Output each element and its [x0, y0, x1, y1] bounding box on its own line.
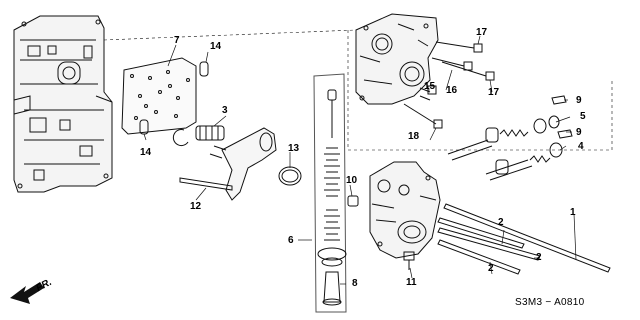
callout-1: 1 — [570, 207, 576, 218]
callout-9-lower: 9 — [576, 127, 582, 138]
callout-4: 4 — [578, 141, 584, 152]
regulator-valve-body — [369, 161, 441, 259]
separator-plate — [121, 57, 197, 135]
callout-5: 5 — [580, 111, 586, 122]
diagram-code: S3M3 − A0810 — [515, 297, 585, 308]
shafts — [437, 203, 611, 275]
callout-18: 18 — [408, 131, 420, 142]
mounting-bolts — [403, 41, 495, 129]
front-arrow-icon — [10, 282, 44, 304]
clips — [551, 95, 573, 139]
callout-14-upper: 14 — [210, 41, 222, 52]
bearing-and-shift-fork — [172, 125, 277, 201]
leader-lines — [143, 35, 577, 285]
callout-2-upper: 2 — [498, 217, 504, 228]
guide-lines — [103, 29, 613, 151]
spring-valve-stack — [313, 73, 359, 313]
spool-valves-and-springs — [447, 115, 563, 181]
callout-14-lower: 14 — [140, 147, 152, 158]
callout-8: 8 — [352, 278, 358, 289]
main-valve-body — [13, 15, 113, 193]
callout-12: 12 — [190, 201, 202, 212]
callout-17-upper: 17 — [476, 27, 488, 38]
bolt-11 — [403, 251, 415, 270]
callout-7: 7 — [174, 35, 180, 46]
callout-3: 3 — [222, 105, 228, 116]
callout-16: 16 — [446, 85, 458, 96]
upper-valve-body — [355, 13, 439, 105]
callout-17-lower: 17 — [488, 87, 500, 98]
callout-2-lower: 2 — [488, 263, 494, 274]
callout-10: 10 — [346, 175, 358, 186]
callout-15: 15 — [424, 81, 436, 92]
callout-13: 13 — [288, 143, 300, 154]
callout-6: 6 — [288, 235, 294, 246]
callout-9-upper: 9 — [576, 95, 582, 106]
callout-11: 11 — [406, 277, 417, 288]
callout-2-right: 2 — [536, 252, 542, 263]
